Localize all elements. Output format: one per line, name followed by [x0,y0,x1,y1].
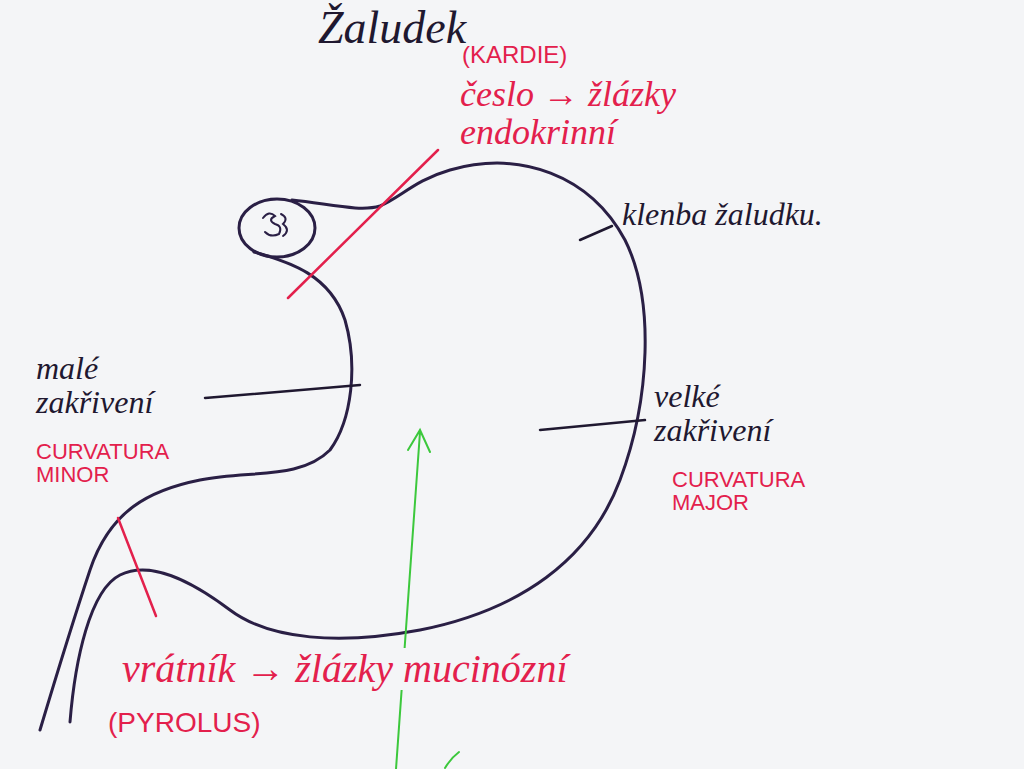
opening-squiggle [263,213,287,236]
cardia-latin-label: (KARDIE) [462,42,567,67]
greater-curvature-leader [540,420,645,430]
greater-curvature-latin: CURVATURA MAJOR [672,468,822,514]
greater-curvature-label: velké zakřivení [654,380,824,447]
pylorus-leader [118,518,156,616]
green-arrow [396,430,430,769]
fundus-leader [580,226,612,240]
fundus-label: klenba žaludku. [622,198,823,232]
pylorus-note: vrátník → žlázky mucinózní [118,648,572,690]
diagram-title: Žaludek [318,4,466,52]
lesser-curvature-latin: CURVATURA MINOR [36,440,186,486]
cardia-note: česlo → žlázky endokrinní [460,76,790,152]
lesser-curvature-leader [205,385,360,398]
lesser-curvature-label: malé zakřivení [36,352,206,419]
green-mark [445,752,459,768]
cardia-leader [288,150,438,298]
pylorus-latin-label: (PYROLUS) [108,708,260,737]
esophagus-opening [239,199,315,257]
